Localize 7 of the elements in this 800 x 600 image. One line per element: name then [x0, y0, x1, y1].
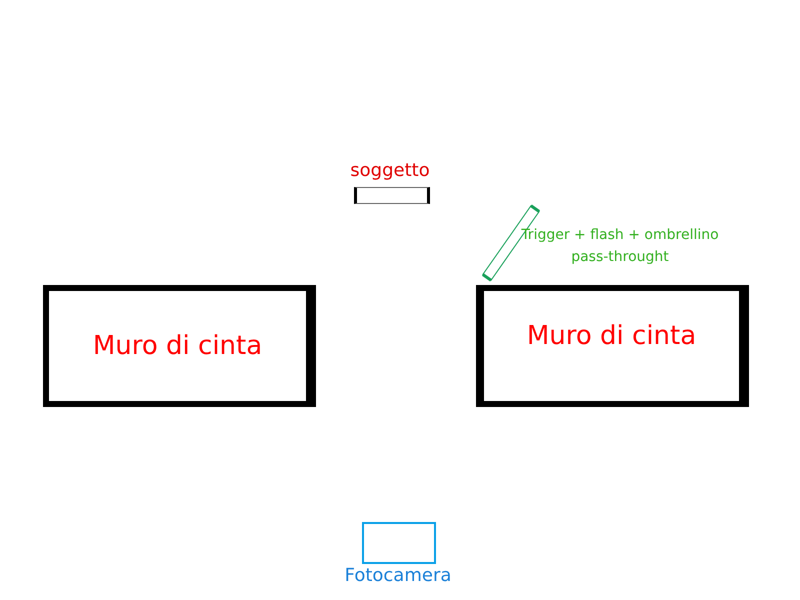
wall-label: Muro di cinta	[92, 331, 262, 361]
wall-box	[43, 285, 316, 407]
camera-label: Fotocamera	[344, 565, 452, 586]
wall-label: Muro di cinta	[526, 321, 696, 351]
subject-label: soggetto	[349, 160, 431, 181]
flash-label: Trigger + flash + ombrellino pass-throught	[520, 226, 720, 267]
wall-box	[476, 285, 749, 407]
